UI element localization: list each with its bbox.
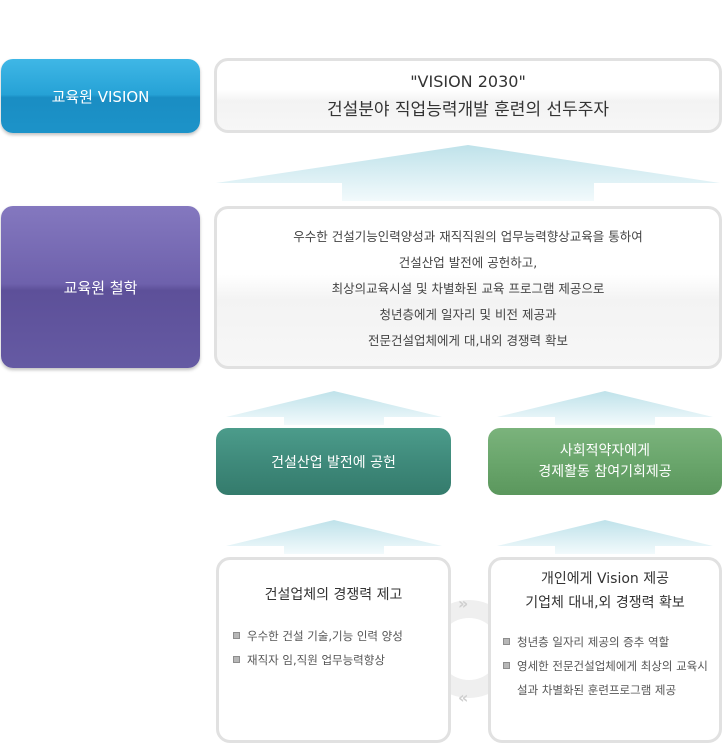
chevron-left-icon: «: [458, 688, 469, 707]
up-arrow-icon: [226, 520, 442, 554]
goal-left-text: 건설산업 발전에 공헌: [271, 454, 396, 471]
vision-card: "VISION 2030" 건설분야 직업능력개발 훈련의 선두주자: [214, 58, 722, 133]
goal-right: 사회적약자에게 경제활동 참여기회제공: [488, 428, 722, 495]
up-arrow-icon: [216, 145, 720, 201]
philosophy-line: 전문건설업체에게 대,내외 경쟁력 확보: [368, 332, 568, 348]
square-bullet-icon: [503, 638, 510, 645]
vision-label-text: 교육원 VISION: [51, 87, 150, 106]
chevron-right-icon: »: [458, 594, 469, 613]
vision-line1: "VISION 2030": [410, 71, 526, 91]
card-right: 개인에게 Vision 제공 기업체 대내,외 경쟁력 확보 청년층 일자리 제…: [488, 557, 722, 743]
up-arrow-icon: [497, 391, 713, 425]
card-right-list: 청년층 일자리 제공의 증추 역할 영세한 전문건설업체에게 최상의 교육시설과…: [503, 630, 713, 702]
list-item: 영세한 전문건설업체에게 최상의 교육시설과 차별화된 훈련프로그램 제공: [503, 654, 713, 702]
philosophy-card: 우수한 건설기능인력양성과 재직직원의 업무능력향상교육을 통하여 건설산업 발…: [214, 206, 722, 369]
card-right-title-line1: 개인에게 Vision 제공: [541, 571, 669, 587]
philosophy-line: 청년층에게 일자리 및 비전 제공과: [379, 306, 557, 322]
goal-right-line1: 사회적약자에게: [559, 442, 651, 459]
philosophy-label: 교육원 철학: [1, 206, 200, 368]
list-item: 재직자 임,직원 업무능력향상: [233, 648, 448, 672]
card-left: 건설업체의 경쟁력 제고 우수한 건설 기술,기능 인력 양성 재직자 임,직원…: [216, 557, 451, 743]
vision-line2: 건설분야 직업능력개발 훈련의 선두주자: [326, 99, 610, 120]
list-item: 청년층 일자리 제공의 증추 역할: [503, 630, 713, 654]
vision-label: 교육원 VISION: [1, 59, 200, 133]
square-bullet-icon: [233, 656, 240, 663]
philosophy-line: 최상의교육시설 및 차별화된 교육 프로그램 제공으로: [331, 280, 605, 296]
philosophy-label-text: 교육원 철학: [63, 278, 138, 297]
philosophy-line: 우수한 건설기능인력양성과 재직직원의 업무능력향상교육을 통하여: [293, 228, 643, 244]
card-right-title-line2: 기업체 대내,외 경쟁력 확보: [525, 595, 685, 611]
philosophy-line: 건설산업 발전에 공헌하고,: [398, 254, 538, 270]
list-item: 우수한 건설 기술,기능 인력 양성: [233, 624, 448, 648]
up-arrow-icon: [226, 391, 442, 425]
card-left-title: 건설업체의 경쟁력 제고: [264, 587, 403, 603]
card-left-list: 우수한 건설 기술,기능 인력 양성 재직자 임,직원 업무능력향상: [233, 624, 448, 672]
square-bullet-icon: [233, 632, 240, 639]
up-arrow-icon: [497, 520, 713, 554]
goal-right-line2: 경제활동 참여기회제공: [538, 463, 672, 480]
goal-left: 건설산업 발전에 공헌: [216, 428, 451, 495]
square-bullet-icon: [503, 662, 510, 669]
